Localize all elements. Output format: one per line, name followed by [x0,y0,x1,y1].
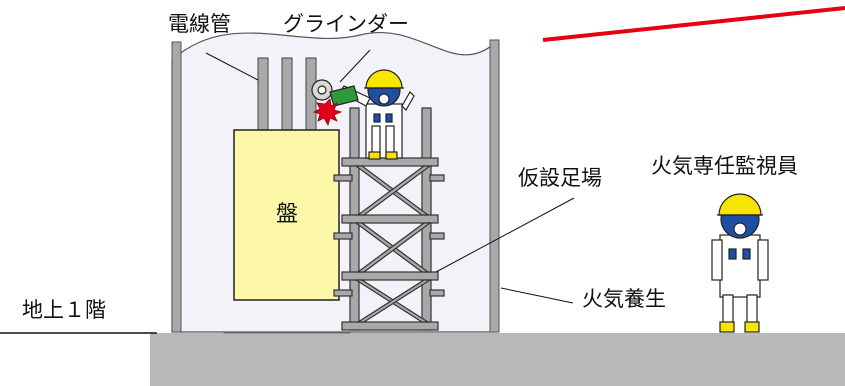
label-fire-curing: 火気養生 [582,287,666,311]
grinder [311,79,359,107]
red-accent-line [542,6,845,42]
label-floor: 地上１階 [22,298,106,322]
label-scaffold: 仮設足場 [518,166,602,190]
conduit-1 [257,57,269,133]
conduit-2 [281,57,293,133]
fire-watch-worker [711,193,769,333]
screen-post-left [171,41,182,333]
leader-lines [205,49,575,304]
ground-slab [150,333,845,386]
label-grinder: グラインダー [283,12,409,36]
label-fire-watch: 火気専任監視員 [651,154,798,178]
scaffold [333,107,445,331]
spark [312,98,343,127]
screen-post-right [489,39,500,333]
label-conduit: 電線管 [168,12,231,36]
electrical-panel [233,129,340,301]
label-panel: 盤 [276,202,299,227]
